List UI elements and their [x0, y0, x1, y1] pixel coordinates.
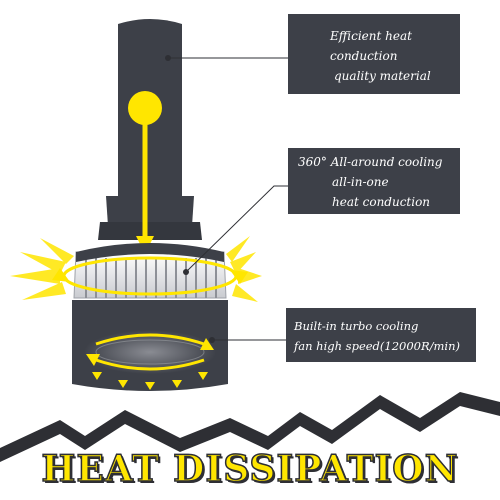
callout-leader-lines [168, 57, 288, 341]
callout-all-around-cooling: 360° All-around cooling all-in-one heat … [288, 148, 460, 214]
fan-rotation-arrow-icon [86, 333, 214, 371]
airflow-ring-icon [52, 256, 248, 296]
callout-heat-conduction-material: Efficient heat conduction quality materi… [288, 14, 460, 94]
heat-rays-icon [10, 236, 262, 302]
heatsink-fins [73, 243, 227, 299]
callout-3-line-2: fan high speed(12000R/min) [294, 339, 460, 353]
leader-dots [165, 55, 215, 343]
callout-2-line-3: heat conduction [332, 195, 431, 209]
bulb-stem [98, 19, 202, 240]
callout-turbo-cooling-fan: Built-in turbo cooling fan high speed(12… [286, 308, 476, 362]
callout-1-line-3: quality material [334, 69, 431, 83]
banner-title: HEAT DISSIPATION [41, 447, 459, 491]
led-chip-icon [128, 91, 162, 125]
callout-1-line-1: Efficient heat [330, 29, 412, 43]
exhaust-arrows-icon [92, 372, 208, 390]
banner-highlight-shape [0, 406, 500, 500]
callout-2-line-2: all-in-one [332, 175, 389, 189]
callout-2-line-1: 360° All-around cooling [298, 155, 443, 169]
callout-1-line-2: conduction [330, 49, 398, 63]
callout-3-line-1: Built-in turbo cooling [294, 319, 419, 333]
fan-housing [72, 300, 228, 391]
